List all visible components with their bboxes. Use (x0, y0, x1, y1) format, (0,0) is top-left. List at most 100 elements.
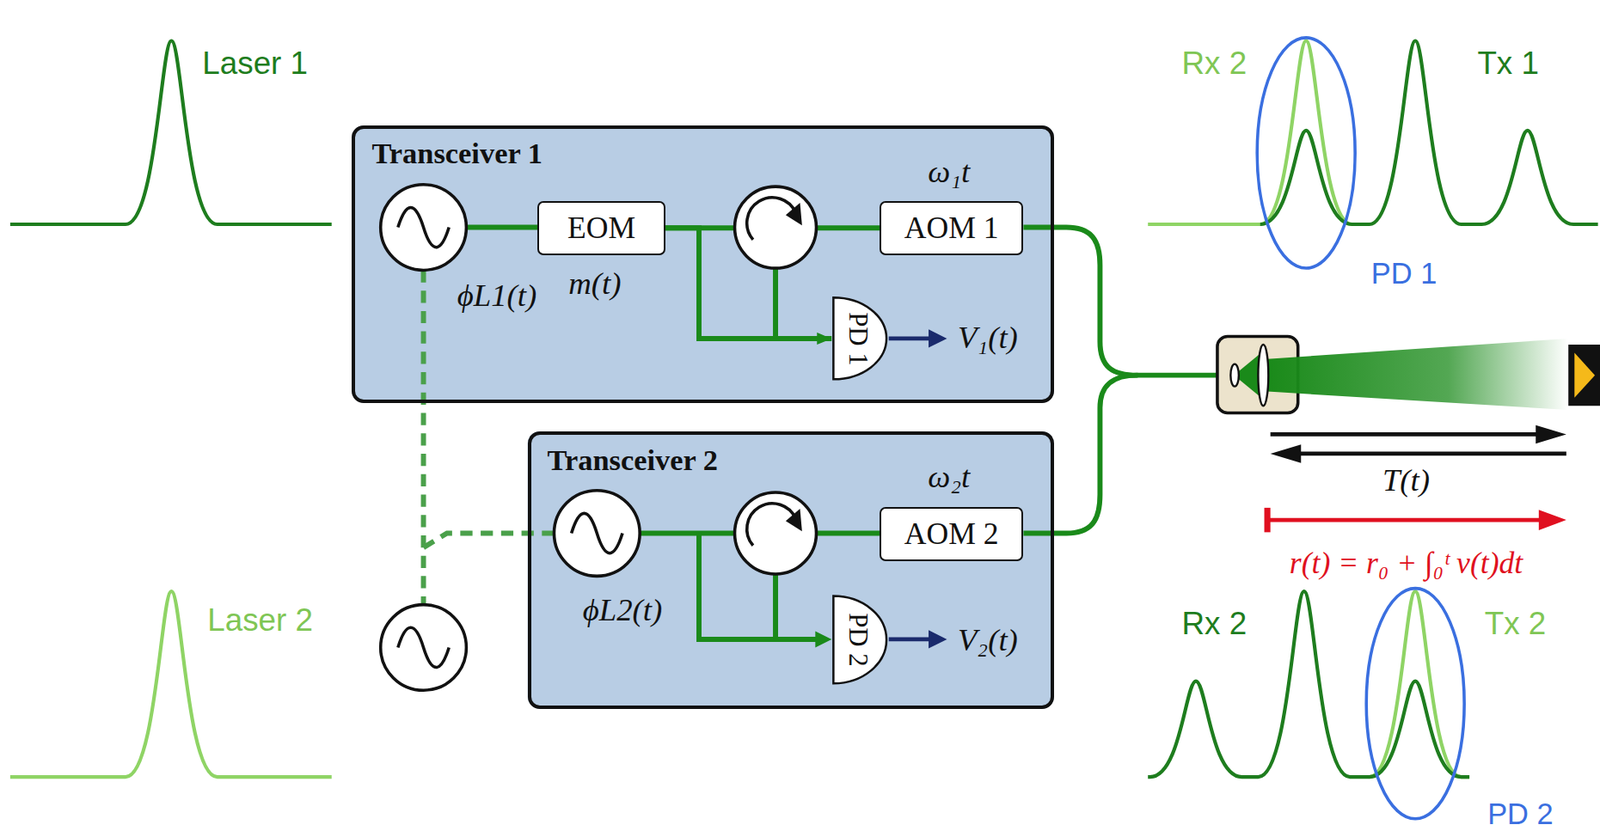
circulator-arc (747, 197, 797, 240)
laser-spectrum (10, 40, 332, 225)
sine-wave (398, 207, 449, 247)
component-name: AOM 1 (904, 209, 1000, 246)
label-anchor: r(t) = r₀ + ∫₀ᵗ v(t)dt (1289, 545, 1523, 582)
label-anchor: Tx 1 (1477, 45, 1539, 82)
phase-symbol: ϕL1(t) (457, 277, 538, 313)
label-anchor: V₂(t) (957, 621, 1018, 659)
laser-label: Laser 2 (207, 602, 313, 638)
laser-label: Laser 1 (202, 45, 308, 81)
frequency-symbol: ω₂t (927, 459, 970, 495)
aom-box: AOM 2 (879, 507, 1024, 562)
circulator-circle (735, 186, 817, 269)
component-name: AOM 2 (904, 515, 1000, 552)
sine-wave (398, 627, 449, 668)
label-anchor: PD 2 (1487, 797, 1554, 831)
fiber-lens (1230, 364, 1239, 387)
component-name: EOM (567, 209, 636, 246)
fiber (1023, 375, 1138, 534)
range-equation: r(t) = r₀ + ∫₀ᵗ v(t)dt (1289, 545, 1523, 581)
retroreflector-face (1574, 353, 1595, 399)
round-trip-arrow (1270, 432, 1544, 437)
laser-beam (1267, 338, 1569, 411)
dashed-line (423, 533, 555, 549)
oscillator-circle (380, 605, 467, 692)
label-anchor: ω₂t (927, 458, 970, 496)
spectrum-label: Tx 2 (1484, 606, 1547, 642)
tx-spectrum (1260, 40, 1599, 225)
fiber (772, 573, 779, 640)
retroreflector (1568, 344, 1600, 406)
oscillator-symbol (553, 490, 640, 577)
label-anchor: m(t) (568, 263, 621, 301)
transceiver-fill (527, 431, 1055, 710)
arrow-head (1535, 425, 1567, 444)
oscillator-symbol (380, 605, 467, 692)
label-anchor: Rx 2 (1182, 45, 1248, 82)
delay-symbol: T(t) (1382, 461, 1430, 497)
label-anchor: V₁(t) (957, 318, 1018, 356)
oscillator-symbol (380, 184, 467, 271)
transceiver-title: Transceiver 2 (547, 443, 718, 478)
signal-name: V₂(t) (957, 622, 1018, 658)
rx-spectrum (1147, 591, 1470, 778)
pd-ellipse (1256, 37, 1355, 269)
photodiode: PD 1 (831, 295, 889, 382)
spectrum-label: Rx 2 (1182, 45, 1248, 81)
arrow-head (1538, 509, 1567, 531)
photodiode: PD 2 (831, 594, 889, 687)
collimator-lens (1257, 344, 1269, 406)
oscillator-circle (553, 490, 640, 577)
pd-ellipse (1366, 588, 1465, 820)
label-anchor: T(t) (1382, 460, 1430, 498)
fiber (772, 267, 779, 339)
range-arrow (1267, 518, 1543, 523)
oscillator-circle (380, 184, 467, 271)
clock-link (423, 269, 555, 604)
label-anchor: Rx 2 (1182, 606, 1248, 643)
modulation-symbol: m(t) (568, 264, 621, 301)
circulator-circle (735, 492, 817, 575)
signal-wire (888, 337, 932, 342)
label-anchor: Tx 2 (1484, 606, 1547, 643)
circulator-symbol (735, 186, 817, 269)
label-anchor: ϕL2(t) (582, 590, 663, 628)
fiber (639, 531, 735, 537)
arrow-head (815, 631, 832, 648)
aom-box: AOM 1 (879, 201, 1024, 256)
fiber (815, 531, 880, 537)
phase-symbol: ϕL2(t) (582, 591, 663, 627)
photodiode-outline (833, 595, 888, 684)
arrow-head (785, 202, 803, 226)
label-anchor: Laser 1 (202, 45, 308, 82)
transceiver-fill (351, 125, 1055, 404)
circulator-arc (747, 503, 797, 546)
sine-wave (571, 513, 623, 553)
spectrum-label: Rx 2 (1182, 606, 1248, 642)
modulator-box: EOM (537, 201, 665, 256)
detector-label: PD 1 (1371, 257, 1438, 290)
transceiver-title: Transceiver 1 (371, 136, 542, 171)
photodiode-outline (833, 298, 888, 381)
transceiver-box: Transceiver 2 AOM 2 PD 2 (527, 431, 1055, 710)
arrow-head (928, 630, 947, 649)
rx-spectrum (1147, 40, 1352, 225)
arrow-head (928, 329, 947, 348)
label-anchor: ω₁t (927, 153, 970, 191)
circulator-symbol (735, 492, 817, 575)
fiber (465, 225, 538, 231)
frequency-symbol: ω₁t (927, 153, 970, 190)
range-bar (1264, 508, 1271, 533)
round-trip-arrow (1293, 452, 1567, 457)
laser-spectrum (10, 591, 332, 778)
label-anchor: Laser 2 (207, 602, 313, 639)
label-anchor: ϕL1(t) (457, 276, 538, 314)
detector-label: PD 2 (1487, 797, 1554, 831)
label-anchor: PD 1 (1371, 257, 1438, 291)
photodiode-name: PD 1 (842, 312, 873, 367)
signal-name: V₁(t) (957, 318, 1018, 355)
signal-wire (888, 637, 932, 643)
arrow-head (785, 508, 803, 532)
dashed-line (421, 269, 427, 604)
spectrum-label: Tx 1 (1477, 45, 1539, 81)
